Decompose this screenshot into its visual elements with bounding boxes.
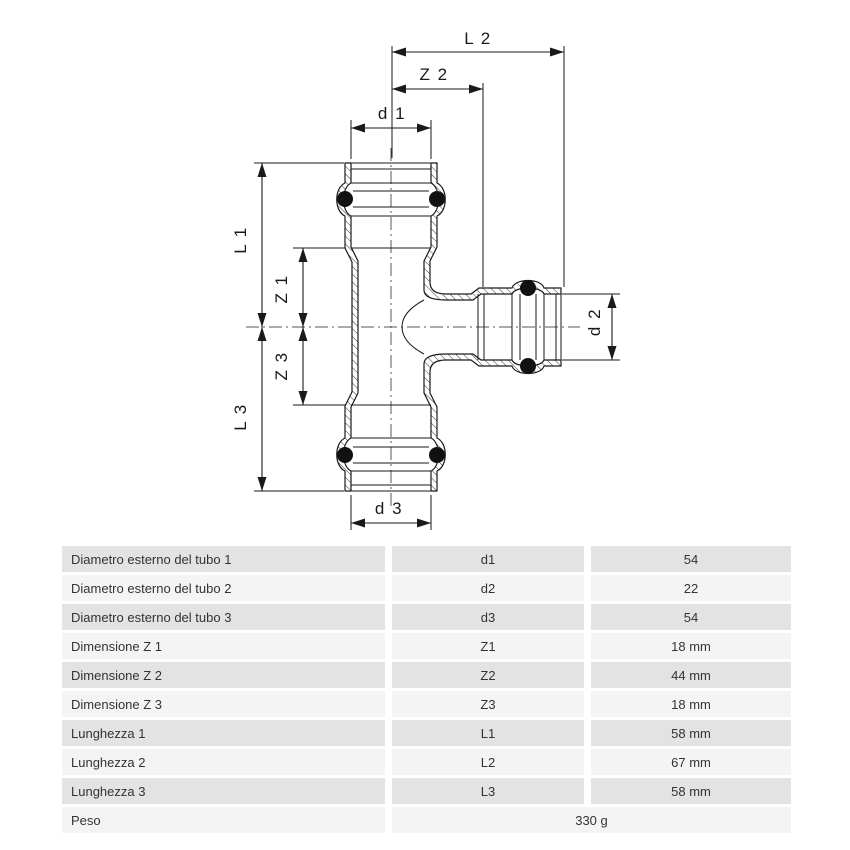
column-gap	[584, 691, 591, 717]
table-row: Lunghezza 3 L3 58 mm	[62, 778, 791, 804]
row-symbol: d3	[392, 604, 584, 630]
oring-bottom-right	[429, 447, 445, 463]
column-gap	[385, 546, 392, 572]
row-value: 44 mm	[591, 662, 791, 688]
extension-lines	[254, 46, 620, 530]
column-gap	[584, 604, 591, 630]
oring-branch-bottom	[520, 358, 536, 374]
spec-table: Diametro esterno del tubo 1 d1 54 Diamet…	[62, 546, 791, 836]
column-gap	[584, 778, 591, 804]
dim-l2	[392, 47, 564, 57]
row-symbol: L1	[392, 720, 584, 746]
column-gap	[385, 807, 392, 833]
dim-label-z3: Z 3	[272, 351, 291, 380]
table-row: Lunghezza 2 L2 67 mm	[62, 749, 791, 775]
dim-label-z2: Z 2	[419, 65, 448, 84]
row-symbol: d1	[392, 546, 584, 572]
row-label: Diametro esterno del tubo 2	[62, 575, 385, 601]
dimension-labels: L 2 Z 2 d 1 L 1 Z 1 Z 3 L 3 d 3 d 2	[231, 29, 604, 518]
dim-label-l1: L 1	[231, 226, 250, 254]
row-label: Peso	[62, 807, 385, 833]
row-symbol: Z2	[392, 662, 584, 688]
column-gap	[584, 575, 591, 601]
dim-label-l2: L 2	[464, 29, 492, 48]
dim-label-z1: Z 1	[272, 274, 291, 303]
oring-top-right	[429, 191, 445, 207]
right-lower-wall-and-branch-bottom	[423, 353, 562, 492]
table-row: Diametro esterno del tubo 2 d2 22	[62, 575, 791, 601]
oring-bottom-left	[337, 447, 353, 463]
column-gap	[385, 691, 392, 717]
dim-d1	[351, 123, 431, 133]
interior-lines	[345, 162, 562, 492]
row-value: 54	[591, 546, 791, 572]
row-label: Dimensione Z 3	[62, 691, 385, 717]
dimension-lines	[257, 47, 617, 528]
column-gap	[584, 662, 591, 688]
table-row-peso: Peso 330 g	[62, 807, 791, 833]
row-label: Lunghezza 1	[62, 720, 385, 746]
column-gap	[385, 633, 392, 659]
row-symbol: Z1	[392, 633, 584, 659]
junction-dome-curve	[401, 299, 425, 355]
row-symbol: d2	[392, 575, 584, 601]
dim-z1-z3	[298, 248, 308, 405]
row-value: 54	[591, 604, 791, 630]
row-symbol: L3	[392, 778, 584, 804]
column-gap	[385, 662, 392, 688]
column-gap	[584, 749, 591, 775]
row-value: 67 mm	[591, 749, 791, 775]
dim-d3	[351, 518, 431, 528]
table-row: Dimensione Z 3 Z3 18 mm	[62, 691, 791, 717]
row-value: 58 mm	[591, 720, 791, 746]
dim-label-d1: d 1	[378, 104, 406, 123]
row-value: 330 g	[392, 807, 791, 833]
column-gap	[385, 604, 392, 630]
column-gap	[584, 546, 591, 572]
row-value: 58 mm	[591, 778, 791, 804]
dim-label-d3: d 3	[375, 499, 403, 518]
column-gap	[385, 778, 392, 804]
table-row: Diametro esterno del tubo 3 d3 54	[62, 604, 791, 630]
row-value: 22	[591, 575, 791, 601]
row-label: Dimensione Z 2	[62, 662, 385, 688]
right-upper-wall-and-branch-top	[423, 162, 562, 301]
column-gap	[584, 720, 591, 746]
row-label: Diametro esterno del tubo 3	[62, 604, 385, 630]
table-row: Lunghezza 1 L1 58 mm	[62, 720, 791, 746]
oring-branch-top	[520, 280, 536, 296]
row-label: Diametro esterno del tubo 1	[62, 546, 385, 572]
table-row: Diametro esterno del tubo 1 d1 54	[62, 546, 791, 572]
oring-top-left	[337, 191, 353, 207]
column-gap	[385, 575, 392, 601]
column-gap	[385, 749, 392, 775]
table-row: Dimensione Z 1 Z1 18 mm	[62, 633, 791, 659]
table-row: Dimensione Z 2 Z2 44 mm	[62, 662, 791, 688]
row-label: Dimensione Z 1	[62, 633, 385, 659]
dim-d2	[607, 294, 617, 360]
row-value: 18 mm	[591, 691, 791, 717]
dim-label-l3: L 3	[231, 403, 250, 431]
oring-dots	[337, 191, 536, 463]
row-label: Lunghezza 3	[62, 778, 385, 804]
row-label: Lunghezza 2	[62, 749, 385, 775]
column-gap	[584, 633, 591, 659]
column-gap	[385, 720, 392, 746]
row-symbol: Z3	[392, 691, 584, 717]
row-value: 18 mm	[591, 633, 791, 659]
dim-label-d2: d 2	[585, 308, 604, 336]
centerlines	[246, 148, 580, 507]
dim-z2	[392, 84, 483, 94]
row-symbol: L2	[392, 749, 584, 775]
dim-l1-l3	[257, 163, 267, 491]
